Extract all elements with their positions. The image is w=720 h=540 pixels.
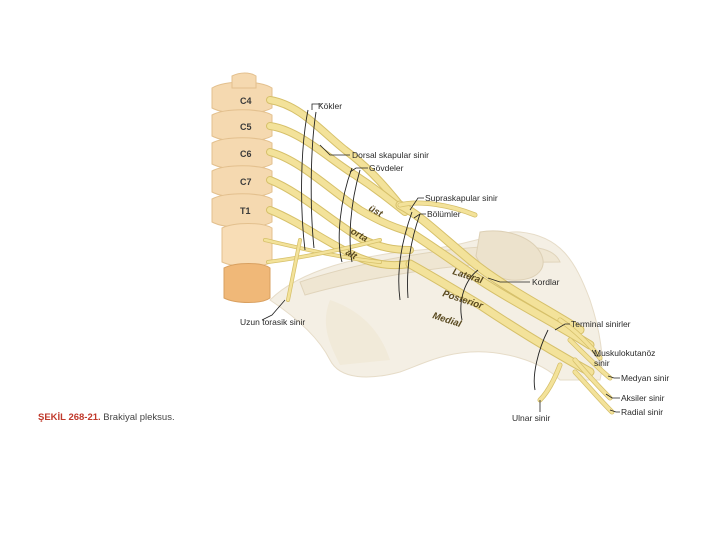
roots-bracket: [301, 109, 309, 251]
label-trunks: Gövdeler: [369, 163, 404, 173]
trunks-bracket: [338, 167, 353, 263]
label-divisions: Bölümler: [427, 209, 461, 219]
nerve-bundle: [263, 96, 615, 415]
figure-number: ŞEKİL 268-21.: [38, 412, 101, 423]
vertebra-t2: [221, 223, 273, 267]
label-musculocutaneous: Muskulokutanöz sinir: [594, 348, 658, 368]
vertebra-label-c5: C5: [240, 122, 252, 132]
vertebra-label-c7: C7: [240, 177, 252, 187]
vertebra-t3: [223, 263, 271, 303]
label-musculocutaneous-text-line2: sinir: [594, 358, 610, 368]
label-musculocutaneous-text: Muskulokutanöz: [594, 348, 655, 358]
vertebra-label-c4: C4: [240, 96, 252, 106]
rib-area: [325, 300, 390, 365]
label-long-thoracic: Uzun torasik sinir: [240, 317, 305, 327]
label-terminal-nerves: Terminal sinirler: [571, 319, 631, 329]
terminal-bracket: [533, 329, 549, 391]
label-roots: Kökler: [318, 101, 342, 111]
vertebra-label-t1: T1: [240, 206, 251, 216]
vertebral-column: [211, 72, 273, 303]
roots-bracket-inner: [310, 111, 317, 249]
vertebra-t1: [211, 193, 273, 228]
label-radial: Radial sinir: [621, 407, 663, 417]
cords-bracket: [460, 269, 479, 321]
vertebra-label-c6: C6: [240, 149, 252, 159]
label-cords: Kordlar: [532, 277, 560, 287]
label-axillary: Aksiler sinir: [621, 393, 665, 403]
label-suprascapular: Supraskapular sinir: [425, 193, 498, 203]
label-dorsal-scapular: Dorsal skapular sinir: [352, 150, 429, 160]
figure-caption: ŞEKİL 268-21. Brakiyal pleksus.: [38, 412, 175, 423]
figure-title: Brakiyal pleksus.: [100, 412, 175, 423]
label-median: Medyan sinir: [621, 373, 669, 383]
divisions-bracket-inner: [407, 213, 421, 299]
label-ulnar: Ulnar sinir: [512, 413, 550, 423]
leader-lines: [261, 103, 620, 413]
trunks-bracket-inner: [349, 169, 361, 263]
divisions-bracket: [398, 211, 413, 301]
